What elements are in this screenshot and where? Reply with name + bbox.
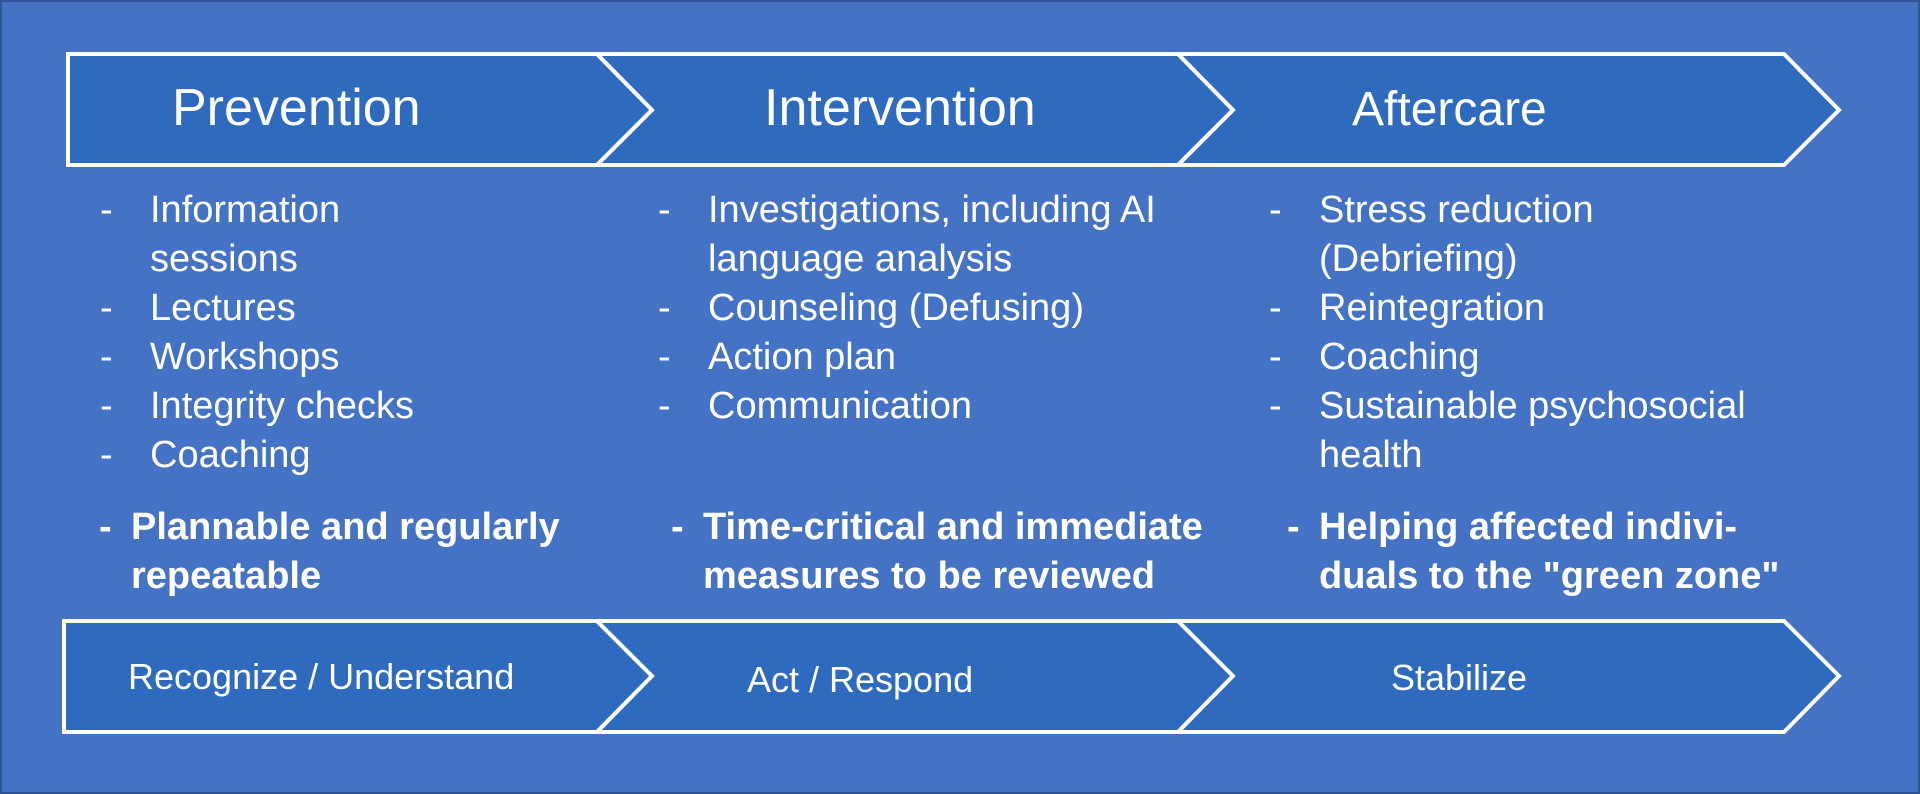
aftercare-list: -Stress reduction (Debriefing) -Reintegr… [1269, 186, 1799, 480]
outcome-label-stabilize: Stabilize [1391, 657, 1528, 698]
list-item: -Lectures [100, 287, 296, 329]
list-item: -Coaching [1269, 336, 1480, 378]
aftercare-summary: -Helping affected indivi-duals to the "g… [1287, 506, 1780, 597]
outcome-label-recognize: Recognize / Understand [128, 656, 515, 697]
prevention-summary: -Plannable and regularly repeatable [99, 506, 560, 597]
list-item: -Integrity checks [100, 385, 414, 427]
prevention-list: -Information sessions -Lectures -Worksho… [100, 186, 460, 480]
phase-title-aftercare: Aftercare [1352, 83, 1547, 136]
list-item: -Reintegration [1269, 287, 1546, 329]
outcome-label-act: Act / Respond [747, 659, 974, 700]
phase-title-intervention: Intervention [764, 79, 1036, 137]
stabilize-chevron [1173, 619, 1842, 734]
list-item: -Workshops [100, 336, 340, 378]
list-item: -Information sessions [100, 189, 341, 280]
list-item: -Action plan [658, 336, 897, 378]
list-item: -Counseling (Defusing) [658, 287, 1084, 329]
list-item: -Stress reduction (Debriefing) [1269, 189, 1594, 280]
phase-title-prevention: Prevention [172, 79, 421, 137]
list-item: -Investigations, including AI language a… [658, 189, 1156, 280]
intervention-list: -Investigations, including AI language a… [658, 186, 1168, 431]
list-item: -Coaching [100, 434, 311, 476]
list-item: -Sustainable psychosocial health [1269, 385, 1746, 476]
intervention-summary: -Time-critical and immediate measures to… [671, 506, 1203, 597]
list-item: -Communication [658, 385, 972, 427]
aftercare-chevron [1173, 52, 1842, 167]
